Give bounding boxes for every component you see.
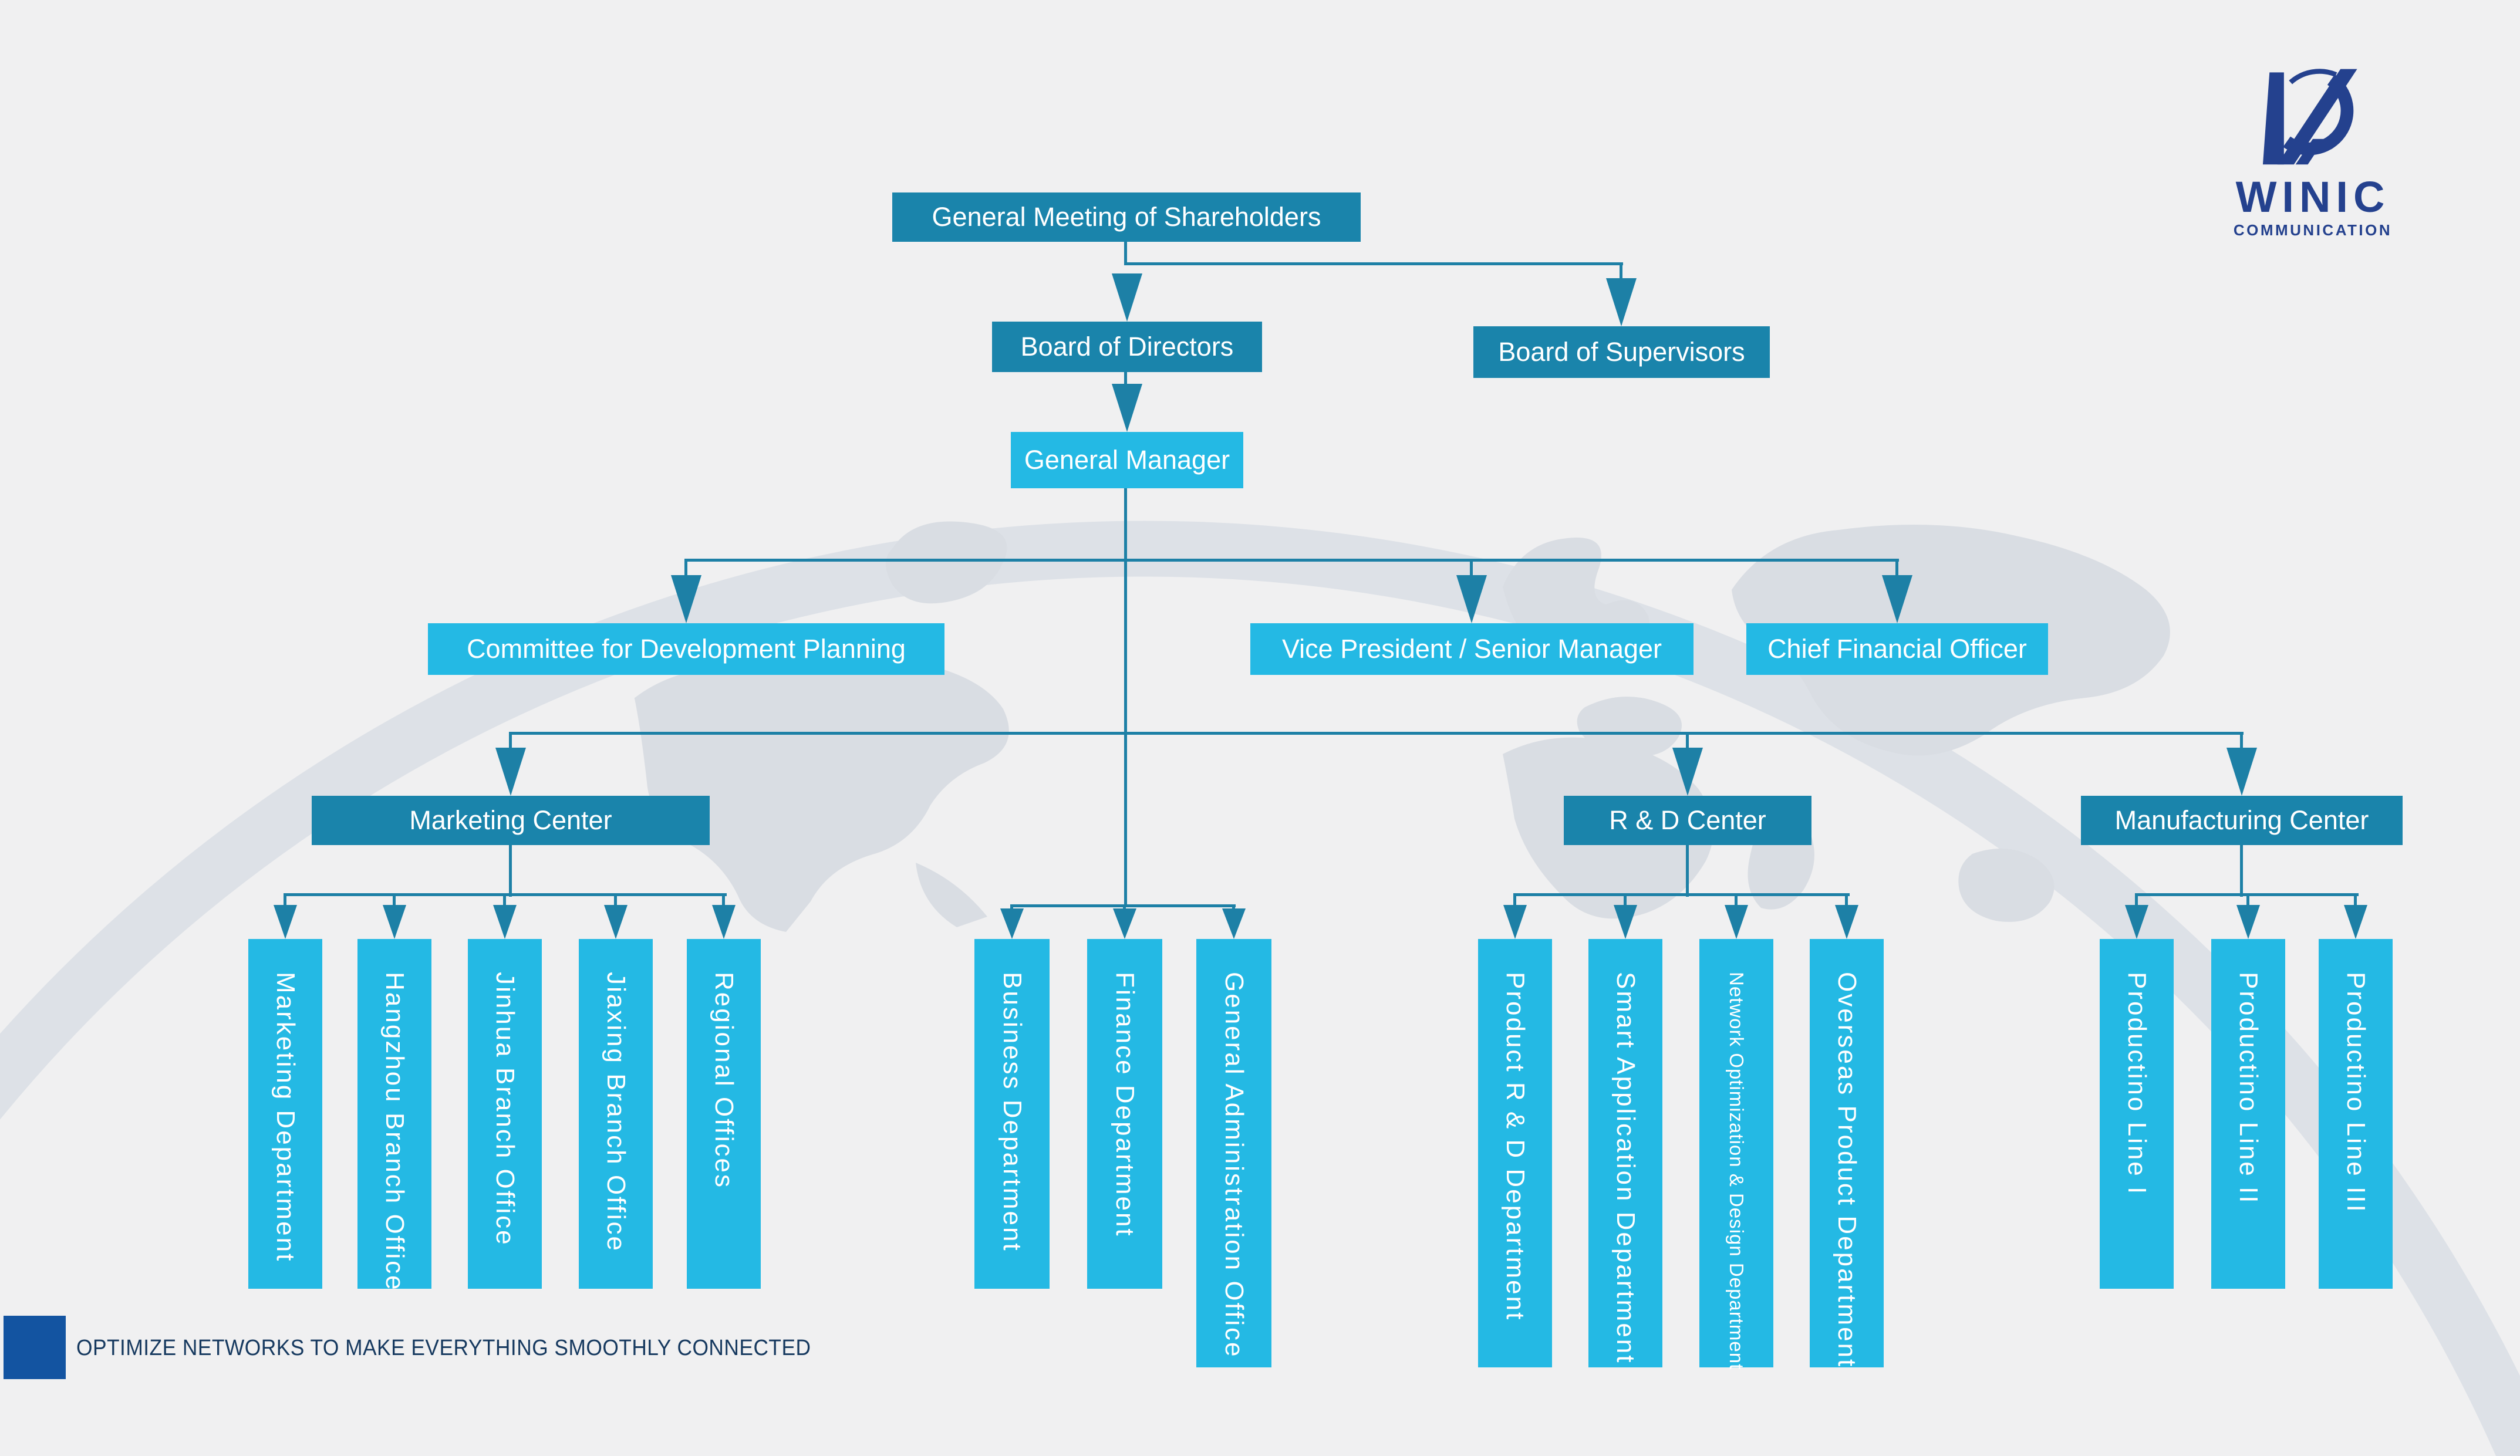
connector-line-v [1735,893,1738,908]
org-node-label: Network Optimization & Design Department [1726,972,1748,1370]
connector-line-v [509,732,512,751]
org-node-regional-offices: Regional Offices [687,939,761,1289]
connector-line-v [1845,893,1848,908]
org-node-marketing-center: Marketing Center [312,796,710,845]
connector-line-v [614,893,617,908]
org-node-label: General Manager [1024,445,1230,475]
org-node-smart-application-department: Smart Application Department [1588,939,1662,1367]
org-node-label: General Meeting of Shareholders [932,202,1321,232]
org-node-production-line-2: Productino Line II [2211,939,2285,1289]
brand-logo: WINIC COMMUNICATION [2225,66,2401,238]
org-node-business-department: Business Department [974,939,1050,1289]
org-node-label: Jiaxing Branch Office [602,972,630,1252]
org-node-label: Chief Financial Officer [1767,634,2027,664]
org-node-board-of-supervisors: Board of Supervisors [1473,326,1770,378]
connector-line-v [1513,893,1516,908]
connector-line-v [503,893,506,908]
connector-line-v [2135,893,2138,908]
org-node-marketing-department: Marketing Department [248,939,322,1289]
org-node-jiaxing-branch-office: Jiaxing Branch Office [579,939,653,1289]
connector-line-v [1620,262,1622,281]
org-node-finance-department: Finance Department [1087,939,1162,1289]
connector-line-v [2240,845,2243,897]
org-node-label: Smart Application Department [1611,972,1640,1364]
connector-line-v [509,845,512,897]
connector-line-v [1895,559,1898,579]
connector-line-v [1124,488,1127,907]
org-node-overseas-product-department: Overseas Product Department [1810,939,1884,1369]
org-node-label: R & D Center [1609,805,1766,835]
org-node-network-optimization-design-department: Network Optimization & Design Department [1699,939,1773,1370]
org-node-chief-financial-officer: Chief Financial Officer [1746,623,2048,675]
footer-accent-square [4,1316,66,1379]
connector-line-h [509,732,2244,735]
org-node-general-meeting: General Meeting of Shareholders [892,192,1361,242]
connector-line-v [2354,893,2357,908]
org-node-general-manager: General Manager [1011,432,1243,488]
connector-line-h [684,559,1899,562]
org-node-label: Overseas Product Department [1833,972,1861,1369]
org-node-product-rd-department: Product R & D Department [1478,939,1552,1367]
org-node-label: Business Department [998,972,1027,1252]
org-node-label: Productino Line III [2342,972,2370,1214]
org-node-rd-center: R & D Center [1564,796,1811,845]
org-node-production-line-1: Productino Line I [2100,939,2174,1289]
org-node-general-administration-office: General Administration Office [1196,939,1271,1367]
org-node-label: Manufacturing Center [2114,805,2369,835]
connector-line-v [393,893,396,908]
org-node-label: Productino Line I [2123,972,2151,1196]
org-node-label: General Administration Office [1220,972,1249,1359]
org-node-label: Hangzhou Branch Office [380,972,409,1292]
org-node-jinhua-branch-office: Jinhua Branch Office [468,939,542,1289]
connector-line-v [2240,732,2243,751]
org-node-board-of-directors: Board of Directors [992,322,1262,372]
logo-brand-text: WINIC [2235,173,2390,221]
org-node-manufacturing-center: Manufacturing Center [2081,796,2403,845]
org-node-label: Regional Offices [710,972,738,1190]
org-node-label: Marketing Center [409,805,612,835]
connector-line-v [722,893,725,908]
org-node-label: Marketing Department [271,972,300,1263]
org-node-label: Vice President / Senior Manager [1281,634,1662,664]
org-node-label: Product R & D Department [1501,972,1530,1322]
connector-line-v [1124,372,1127,391]
org-node-label: Board of Directors [1020,332,1234,362]
connector-line-v [1686,845,1689,897]
connector-line-h [1513,893,1850,896]
connector-line-v [1470,559,1473,579]
org-node-label: Productino Line II [2234,972,2263,1205]
org-node-vice-president: Vice President / Senior Manager [1250,623,1694,675]
org-node-label: Board of Supervisors [1498,337,1745,367]
org-node-label: Committee for Development Planning [467,634,906,664]
org-node-label: Jinhua Branch Office [491,972,519,1246]
org-node-label: Finance Department [1111,972,1139,1238]
connector-line-v [684,559,687,579]
connector-line-h [1124,262,1623,265]
connector-line-v [1624,893,1627,908]
logo-subtitle-text: COMMUNICATION [2233,221,2393,239]
connector-line-v [1686,732,1689,751]
org-node-committee-development-planning: Committee for Development Planning [428,623,944,675]
connector-line-v [2246,893,2249,908]
logo-mark [2262,69,2357,165]
org-node-hangzhou-branch-office: Hangzhou Branch Office [357,939,431,1292]
footer-tagline: OPTIMIZE NETWORKS TO MAKE EVERYTHING SMO… [76,1336,811,1360]
org-node-production-line-3: Productino Line III [2319,939,2393,1289]
connector-line-v [1124,242,1127,264]
connector-line-v [284,893,286,908]
